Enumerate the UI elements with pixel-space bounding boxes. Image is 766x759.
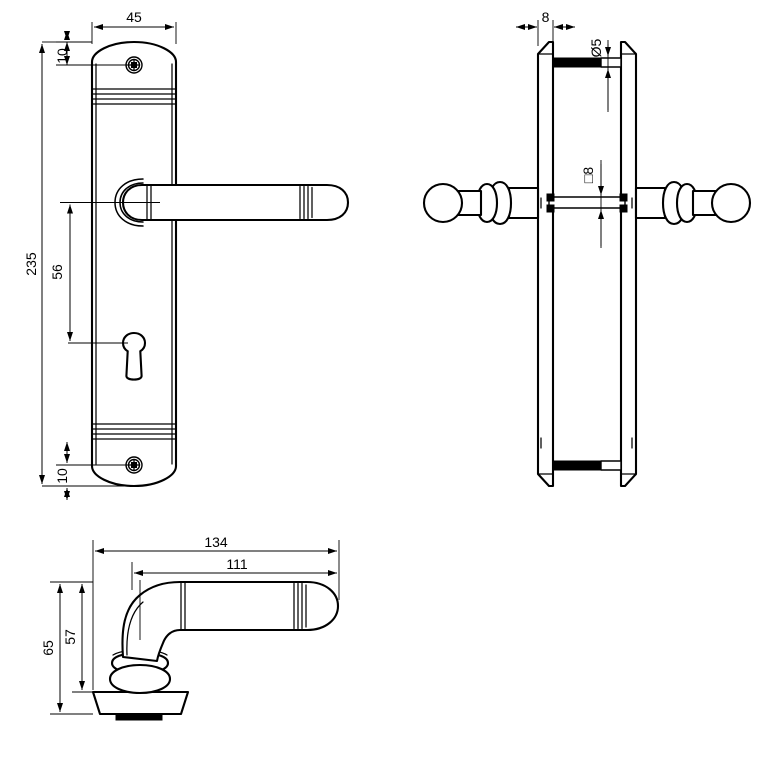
dim-plate-width: 45 bbox=[126, 9, 142, 25]
dim-bottom-screw-offset: 10 bbox=[54, 468, 70, 484]
dim-plate-height: 235 bbox=[23, 252, 39, 276]
side-lever-right bbox=[634, 180, 752, 226]
backplate bbox=[90, 40, 178, 488]
side-view bbox=[422, 40, 752, 488]
dim-plate-thickness: 8 bbox=[542, 9, 550, 25]
side-backplate-right bbox=[619, 40, 638, 488]
rose-base bbox=[91, 690, 190, 721]
dim-overall-length: 134 bbox=[204, 534, 228, 550]
lever-handle bbox=[114, 178, 350, 227]
bottom-view-dimensions: 134 111 65 57 bbox=[40, 534, 340, 715]
top-connector-screw bbox=[552, 57, 622, 68]
side-view-dimensions: 8 Ø5 □8 bbox=[516, 9, 611, 248]
bottom-view bbox=[91, 580, 340, 721]
dim-lever-length: 111 bbox=[226, 556, 247, 572]
bottom-connector-screw bbox=[552, 460, 622, 471]
side-backplate-left bbox=[536, 40, 555, 488]
top-decorative-band bbox=[92, 88, 176, 105]
front-view-dimensions: 45 10 235 56 10 bbox=[23, 9, 177, 500]
dim-lever-height: 57 bbox=[62, 629, 78, 645]
side-lever-left bbox=[422, 180, 540, 226]
dim-screw-diameter: Ø5 bbox=[588, 38, 604, 57]
dim-overall-height: 65 bbox=[40, 640, 56, 656]
dim-spindle-to-keyhole: 56 bbox=[49, 264, 65, 280]
square-spindle bbox=[546, 193, 628, 213]
dim-top-screw-offset: 10 bbox=[54, 48, 70, 64]
front-view bbox=[60, 40, 350, 488]
bottom-decorative-band bbox=[92, 423, 176, 440]
lever-profile bbox=[121, 580, 340, 663]
dim-spindle-square: □8 bbox=[580, 167, 596, 183]
